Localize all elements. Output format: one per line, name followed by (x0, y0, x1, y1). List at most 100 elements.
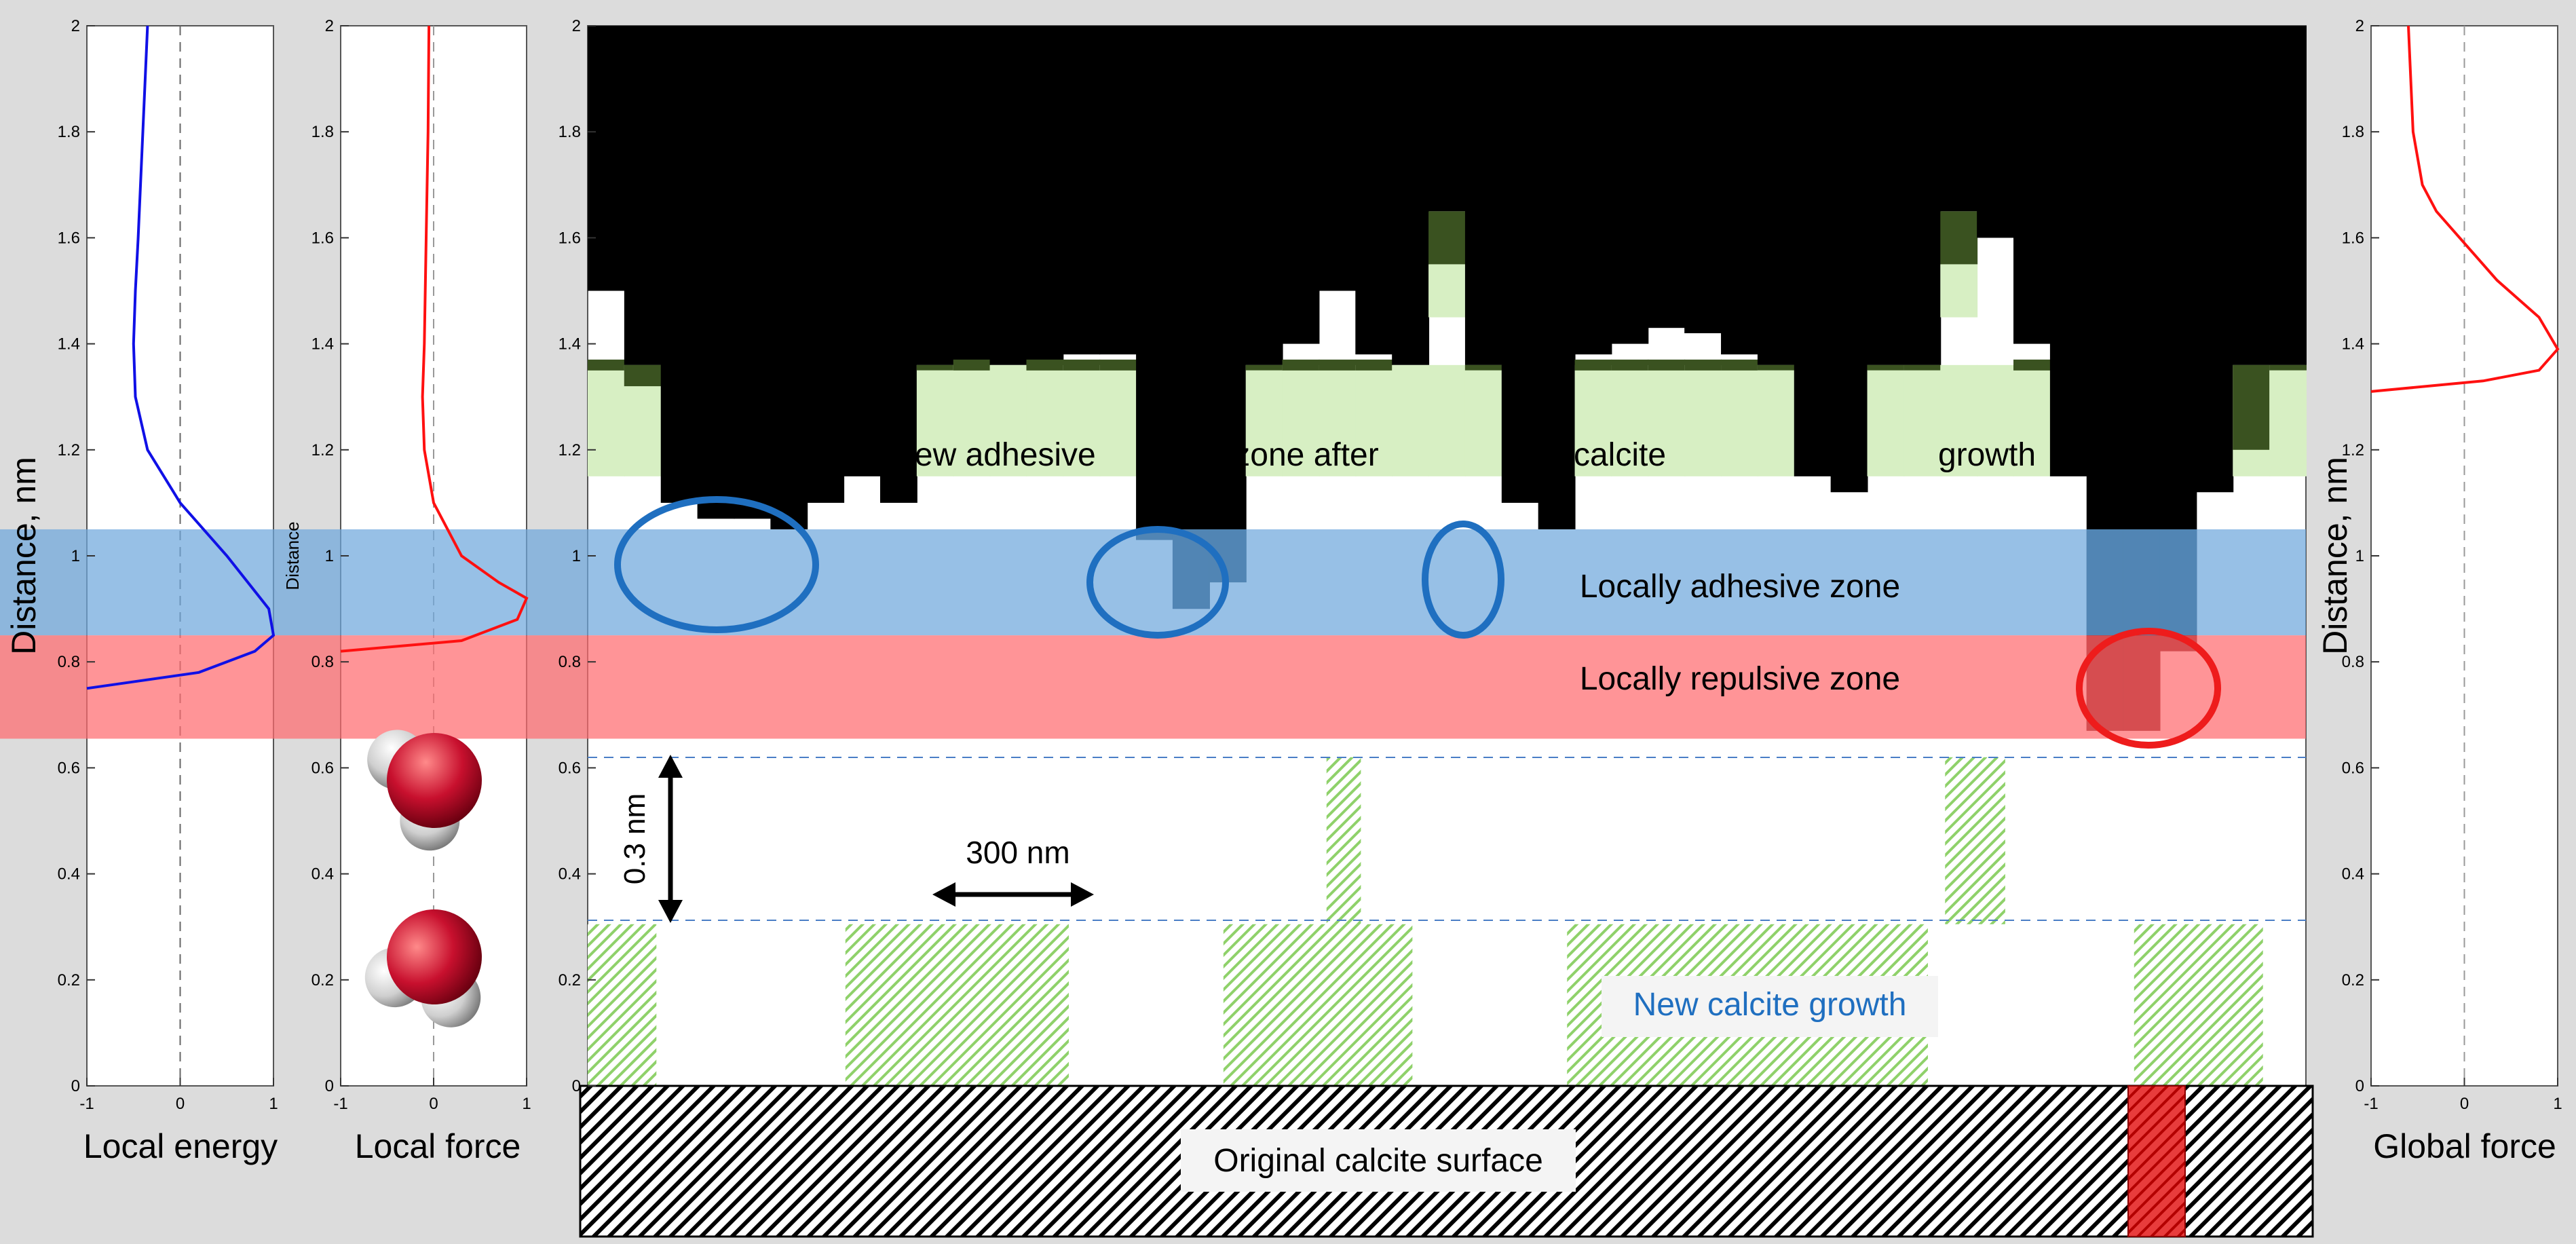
profile-column-black (1830, 26, 1868, 493)
horizontal-scale-arrow (932, 882, 1094, 907)
adhesive-zone-green (953, 364, 991, 476)
y-tick-label: 1.4 (558, 335, 581, 354)
original-calcite-surface (579, 1085, 2314, 1238)
profile-column-black (1574, 26, 1612, 355)
original-calcite-surface-label: Original calcite surface (1213, 1143, 1543, 1179)
local-energy-label: Local energy (83, 1127, 278, 1165)
y-tick-label: 0 (2355, 1077, 2364, 1095)
profile-edge-green (1319, 359, 1357, 371)
y-tick-label: 0.2 (2342, 971, 2364, 989)
y-tick-label: 1.8 (558, 123, 581, 141)
adhesive-zone-label: Locally adhesive zone (1580, 569, 1900, 605)
y-tick-label: 1 (572, 547, 581, 565)
profile-column-black (2196, 26, 2234, 493)
profile-edge-green (588, 359, 625, 371)
adhesive-zone-green (2269, 364, 2307, 476)
locally-adhesive-zone-band (0, 529, 2306, 636)
y-tick-label: 0.2 (58, 971, 80, 989)
profile-column-black (1172, 26, 1210, 609)
y-tick-label: 0.4 (58, 865, 80, 884)
profile-column-black (1538, 26, 1576, 529)
y-tick-label: 0 (325, 1077, 334, 1095)
new-calcite-growth-label: New calcite growth (1633, 987, 1907, 1023)
profile-column-black (1099, 26, 1137, 355)
profile-column-dark-green (1757, 364, 1795, 371)
global-force-label: Global force (2373, 1127, 2556, 1165)
x-tick-label: 1 (522, 1095, 531, 1113)
y-tick-label: 0.6 (2342, 759, 2364, 777)
x-tick-label: 0 (429, 1095, 438, 1113)
profile-edge-green (2013, 359, 2051, 371)
new-calcite-growth-region (845, 924, 1069, 1086)
profile-column-black (844, 26, 881, 476)
profile-column-dark-green (1464, 364, 1502, 371)
y-tick-label: 0 (572, 1077, 581, 1095)
profile-column-dark-green (1245, 364, 1283, 371)
profile-column-black (1209, 26, 1247, 583)
vertical-scale-label: 0.3 nm (618, 793, 651, 885)
adhesive-zone-green (1757, 364, 1795, 476)
x-tick-label: -1 (79, 1095, 94, 1113)
profile-spike-green (1940, 211, 1978, 265)
adhesive-zone-green (1464, 364, 1502, 476)
adhesive-zone-green (1721, 364, 1758, 476)
y-tick-label: 2 (325, 17, 334, 35)
adhesive-zone-green (1903, 364, 1942, 476)
local-force-curve (340, 25, 529, 653)
y-tick-label: 0.2 (558, 971, 581, 989)
profile-edge-green (1063, 359, 1101, 371)
profile-edge-green (1648, 359, 1686, 371)
profile-column-black (734, 26, 772, 519)
y-tick-label: 1.6 (58, 229, 80, 247)
adhesive-zone-green (1099, 364, 1137, 476)
x-tick-label: 1 (269, 1095, 278, 1113)
profile-column-black (770, 26, 808, 529)
profile-column-black (807, 26, 845, 503)
y-tick-label: 1.4 (2342, 335, 2364, 354)
adhesive-zone-green (1063, 364, 1101, 476)
profile-column-black (1611, 26, 1649, 344)
adhesive-zone-green (1282, 364, 1320, 476)
profile-column-black (1136, 26, 1173, 540)
profile-column-black (1977, 26, 2015, 238)
y-tick-label: 1.6 (311, 229, 334, 247)
profile-column-black (1428, 26, 1466, 212)
adhesive-zone-green (1867, 364, 1905, 476)
adhesive-zone-green (1026, 364, 1064, 476)
profile-column-black (1063, 26, 1101, 355)
x-tick-label: -1 (2364, 1095, 2378, 1113)
adhesive-zone-green (2013, 364, 2051, 476)
profile-column-black (1757, 26, 1795, 371)
y-tick-label: 0.4 (2342, 865, 2364, 884)
profile-column-black (624, 26, 662, 387)
y-tick-label: 0.8 (311, 653, 334, 671)
profile-edge-green (1611, 359, 1649, 371)
y-tick-label: 0.8 (58, 653, 80, 671)
y-tick-label: 0.6 (558, 759, 581, 777)
water-molecule-icon (367, 730, 482, 851)
new-growth-label-bg (1602, 976, 1938, 1037)
y-tick-label: 0.6 (311, 759, 334, 777)
profile-column-black (879, 26, 917, 503)
adhesive-zone-green (1428, 364, 1466, 476)
profile-edge-green (1026, 359, 1064, 371)
profile-column-dark-green (2233, 364, 2271, 450)
y-tick-label: 1.8 (311, 123, 334, 141)
x-tick-label: -1 (333, 1095, 347, 1113)
profile-column-black (953, 26, 991, 360)
y-axis-label: Distance, nm (5, 457, 43, 655)
profile-column-dark-green (1903, 364, 1942, 371)
profile-column-dark-green (1867, 364, 1905, 371)
adhesive-zone-green (588, 364, 625, 476)
profile-column-black (2049, 26, 2087, 476)
profile-column-black (588, 26, 625, 291)
zone-after-label: zone after (1234, 437, 1378, 473)
y-tick-label: 0.2 (311, 971, 334, 989)
repulsive-site-ellipse (2076, 628, 2221, 749)
y-axis-label-small: Distance (282, 521, 303, 590)
y-tick-label: 1.6 (2342, 229, 2364, 247)
global-force-curve (2370, 25, 2560, 393)
profile-edge-green (953, 359, 991, 371)
profile-edge-green (1574, 359, 1612, 371)
